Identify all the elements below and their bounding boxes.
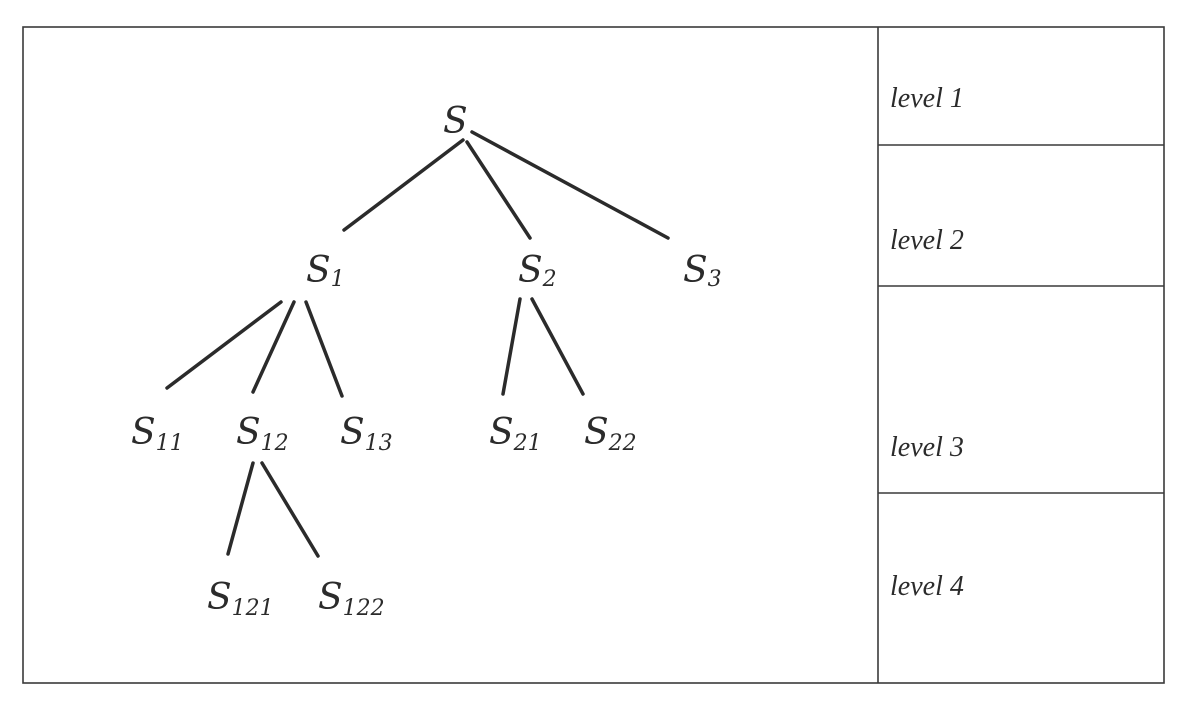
node-s1-sub: 1 <box>331 267 345 292</box>
node-s: S <box>443 101 468 142</box>
node-s1: S1 <box>306 250 345 292</box>
node-s-base: S <box>443 101 468 142</box>
edge-s12-to-s122 <box>260 461 320 558</box>
node-s2-base: S <box>518 250 543 291</box>
node-s13-base: S <box>340 412 365 453</box>
edge-s2-to-s22 <box>530 297 585 396</box>
node-s122-base: S <box>318 577 343 618</box>
edge-s1-to-s11 <box>165 300 283 390</box>
tree-edges <box>165 130 670 558</box>
node-s121-base: S <box>207 577 232 618</box>
node-s2-sub: 2 <box>542 267 557 292</box>
node-s12-sub: 12 <box>261 431 289 456</box>
node-s3-base: S <box>683 250 708 291</box>
edge-s-to-s3 <box>470 130 670 240</box>
edge-s1-to-s12 <box>251 300 296 394</box>
node-s11-sub: 11 <box>156 431 184 456</box>
edge-s2-to-s21 <box>501 297 522 396</box>
node-s13-sub: 13 <box>365 431 393 456</box>
level-label-3: level 3 <box>890 432 964 463</box>
node-s121-sub: 121 <box>232 596 274 621</box>
edge-s-to-s1 <box>342 138 465 232</box>
node-s1-base: S <box>306 250 331 291</box>
outer-border <box>22 26 1165 684</box>
edge-s1-to-s13 <box>304 300 344 398</box>
edge-s12-to-s121 <box>226 461 255 556</box>
node-s3: S3 <box>683 250 722 292</box>
node-s121: S121 <box>207 577 274 621</box>
level-label-2: level 2 <box>890 225 964 256</box>
node-s22-sub: 22 <box>608 431 637 456</box>
level-label-4: level 4 <box>890 571 964 602</box>
node-s21-sub: 21 <box>513 431 542 456</box>
node-s12-base: S <box>236 412 261 453</box>
node-s21: S21 <box>489 412 542 456</box>
node-s11-base: S <box>131 412 156 453</box>
tree-nodes: S S1 S2 S3 S11 S12 S13 S21 S22 S121 <box>131 101 722 621</box>
node-s13: S13 <box>340 412 393 456</box>
diagram-frame <box>22 26 1165 684</box>
node-s2: S2 <box>518 250 557 292</box>
edge-s-to-s2 <box>465 140 532 240</box>
node-s22: S22 <box>584 412 637 456</box>
node-s11: S11 <box>131 412 184 456</box>
node-s12: S12 <box>236 412 289 456</box>
node-s22-base: S <box>584 412 609 453</box>
level-label-1: level 1 <box>890 83 964 114</box>
node-s3-sub: 3 <box>708 267 722 292</box>
node-s122: S122 <box>318 577 385 621</box>
level-labels: level 1 level 2 level 3 level 4 <box>890 83 964 602</box>
node-s122-sub: 122 <box>343 596 385 621</box>
node-s21-base: S <box>489 412 514 453</box>
